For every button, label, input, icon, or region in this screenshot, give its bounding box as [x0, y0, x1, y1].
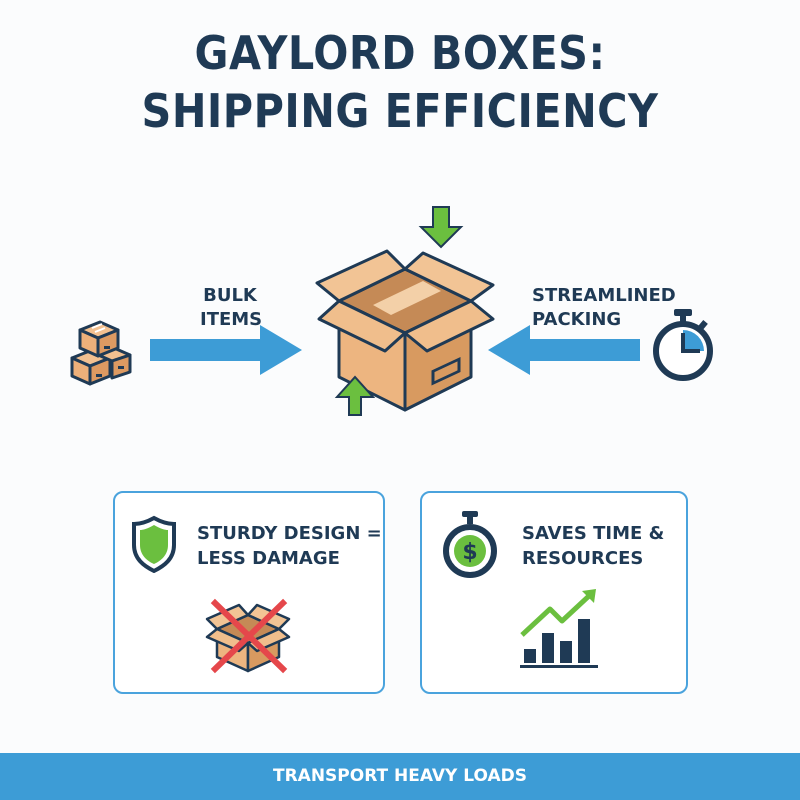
card-saves-time-text: SAVES TIME & RESOURCES	[522, 523, 665, 569]
shield-icon	[132, 515, 176, 573]
streamlined-packing-label: STREAMLINED PACKING	[532, 285, 676, 330]
right-arrow-icon	[150, 325, 302, 375]
svg-text:$: $	[462, 540, 477, 565]
crossed-out-damaged-box-icon	[205, 598, 291, 674]
bulk-items-label: BULK ITEMS	[200, 285, 263, 330]
footer-banner: TRANSPORT HEAVY LOADS	[0, 753, 800, 800]
page-title: GAYLORD BOXES: SHIPPING EFFICIENCY	[40, 24, 760, 140]
stopwatch-icon	[653, 309, 713, 381]
dollar-stopwatch-icon: $	[443, 511, 497, 578]
title-line-2: SHIPPING EFFICIENCY	[141, 84, 659, 138]
card-sturdy-design-text: STURDY DESIGN = LESS DAMAGE	[197, 523, 382, 569]
left-arrow-icon	[488, 325, 640, 375]
stacked-boxes-icon	[70, 320, 132, 386]
card-sturdy-design: STURDY DESIGN = LESS DAMAGE	[113, 491, 385, 694]
footer-label: TRANSPORT HEAVY LOADS	[272, 766, 528, 786]
growth-bar-chart-icon	[520, 589, 598, 668]
title-line-1: GAYLORD BOXES:	[194, 26, 606, 80]
card-saves-time: $ SAVES TIME & RESOURCES	[420, 491, 688, 694]
open-box-icon	[315, 206, 495, 416]
